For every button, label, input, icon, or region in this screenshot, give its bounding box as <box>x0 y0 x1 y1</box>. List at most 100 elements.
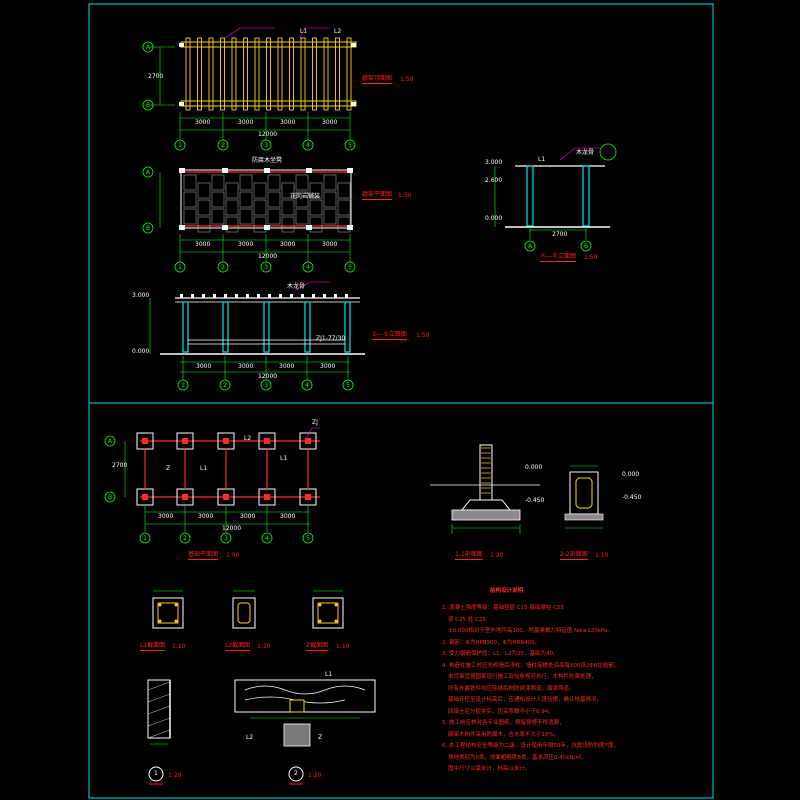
foundation-column <box>142 494 148 500</box>
paving-slab <box>267 191 281 208</box>
paving-slab <box>183 208 197 225</box>
dim-side-depth: 2700 <box>552 231 568 238</box>
foundation-column <box>142 438 148 444</box>
grid-axis-5-label: 5 <box>346 382 350 389</box>
detail-2-circle <box>288 766 304 782</box>
grid-axis-1-label: 1 <box>178 264 182 271</box>
tag-found-l2: L2 <box>244 435 252 442</box>
notes-line: 梁 C25 柱 C25 <box>448 616 486 623</box>
roof-rafter <box>185 37 191 111</box>
front-rafter-end <box>312 294 315 298</box>
foundation-column <box>264 438 270 444</box>
foundation-column <box>305 438 311 444</box>
title-section-1-1: 1-1剖面图 <box>455 551 483 560</box>
paving-slab <box>281 182 295 199</box>
paving-slab <box>295 174 309 191</box>
detail-1-number: 1 <box>154 770 158 777</box>
notes-header: 结构设计说明 <box>490 588 524 594</box>
paving-slab <box>323 208 337 225</box>
section-2-2-drawing <box>564 465 604 529</box>
grid-axis-2-bubble <box>219 379 231 391</box>
paving-slab <box>323 191 337 208</box>
scale-foundation-plan: 1:50 <box>226 552 240 559</box>
front-rafter-end <box>345 294 348 298</box>
grid-axis-5-bubble <box>344 261 356 273</box>
roof-rafter <box>300 37 306 111</box>
grid-axis-5-label: 5 <box>348 142 352 149</box>
grid-axis-5-label: 5 <box>348 264 352 271</box>
grid-row-B-bubble <box>104 491 116 503</box>
grid-row-A-label: A <box>146 44 151 51</box>
tag-front-wood: 木龙骨 <box>287 283 306 290</box>
dim-found-bay-4: 3000 <box>280 513 296 520</box>
foundation-column <box>182 494 188 500</box>
paving-slab <box>253 199 267 216</box>
tag-found-z: Z <box>166 465 171 472</box>
front-elevation-drawing <box>149 281 365 380</box>
elev-sec22-bottom: -0.450 <box>622 494 642 501</box>
notes-line: 基础开挖至设计标高后，应通知设计人员验槽，确认地基情况， <box>448 697 603 703</box>
front-rafter-end <box>279 294 282 298</box>
dim-floor-bay-4: 3000 <box>322 241 338 248</box>
grid-axis-5-bubble <box>302 532 314 544</box>
tag-paving: 花岗岩铺装 <box>290 193 321 200</box>
roof-rafter <box>323 37 329 111</box>
dim-found-depth: 2700 <box>112 462 128 469</box>
paving-slab <box>225 182 239 199</box>
paving-slab <box>211 208 225 225</box>
notes-line: ±0.000相对于室外地坪高300，地基承载力特征值 fak≥120kPa。 <box>448 628 613 634</box>
roof-rafter <box>231 37 237 111</box>
paving-slab <box>309 216 323 233</box>
dim-roof-total: 12000 <box>258 131 278 138</box>
title-section-2-2: 2-2剖面图 <box>560 551 588 560</box>
roof-rafter <box>243 37 248 111</box>
title-floor-plan: 廊架平面图 <box>362 191 393 200</box>
paving-slab <box>197 216 211 233</box>
roof-rafter <box>335 37 340 111</box>
grid-row-B-label: B <box>108 494 112 501</box>
grid-axis-2-bubble <box>217 139 229 151</box>
dim-floor-bay-3: 3000 <box>280 241 296 248</box>
grid-row-B-bubble <box>142 99 154 111</box>
grid-axis-1-bubble <box>177 379 189 391</box>
front-bench <box>188 339 345 345</box>
dim-front-bay-4: 3000 <box>320 363 336 370</box>
paving-slab <box>323 174 337 191</box>
grid-axis-3-label: 3 <box>224 535 228 542</box>
grid-axis-4-label: 4 <box>306 142 310 149</box>
foundation-plan-drawing <box>124 427 320 532</box>
paving-slab <box>225 199 239 216</box>
dim-found-bay-3: 3000 <box>240 513 256 520</box>
foundation-column <box>182 438 188 444</box>
foundation-column <box>223 438 229 444</box>
grid-axis-3-bubble <box>220 532 232 544</box>
grid-row-B-label: B <box>146 102 150 109</box>
roof-plan-drawing <box>150 27 357 140</box>
dim-front-bay-2: 3000 <box>238 363 254 370</box>
notes-line: 未尽事宜按国家现行施工及验收规范执行，木构件防腐处理， <box>448 674 597 680</box>
scale-detail-1: 1:20 <box>168 772 182 779</box>
tag-bench: 防腐木坐凳 <box>252 157 283 164</box>
front-rafter-end <box>224 294 227 298</box>
scale-roof-plan: 1:50 <box>400 76 414 83</box>
grid-row-B-label: B <box>584 243 588 250</box>
grid-axis-2-label: 2 <box>223 382 227 389</box>
foundation-column <box>305 494 311 500</box>
grid-row-A-bubble <box>524 240 536 252</box>
front-rafter-end <box>213 294 216 298</box>
grid-axis-2-label: 2 <box>183 535 187 542</box>
grid-row-A-label: A <box>108 438 113 445</box>
paving-slab <box>309 199 323 216</box>
grid-axis-4-label: 4 <box>265 535 269 542</box>
notes-line: 1. 混凝土强度等级：基础垫层 C15 基础梁柱 C25 <box>442 605 564 611</box>
title-l2-section: L2截面图 <box>225 642 251 651</box>
front-rafter-end <box>323 294 326 298</box>
grid-axis-5-bubble <box>344 139 356 151</box>
paving-slab <box>197 182 211 199</box>
dim-floor-bay-1: 3000 <box>195 241 211 248</box>
paving-slab <box>295 208 309 225</box>
front-rafter-end <box>268 294 271 298</box>
scale-floor-plan: 1:50 <box>398 192 412 199</box>
